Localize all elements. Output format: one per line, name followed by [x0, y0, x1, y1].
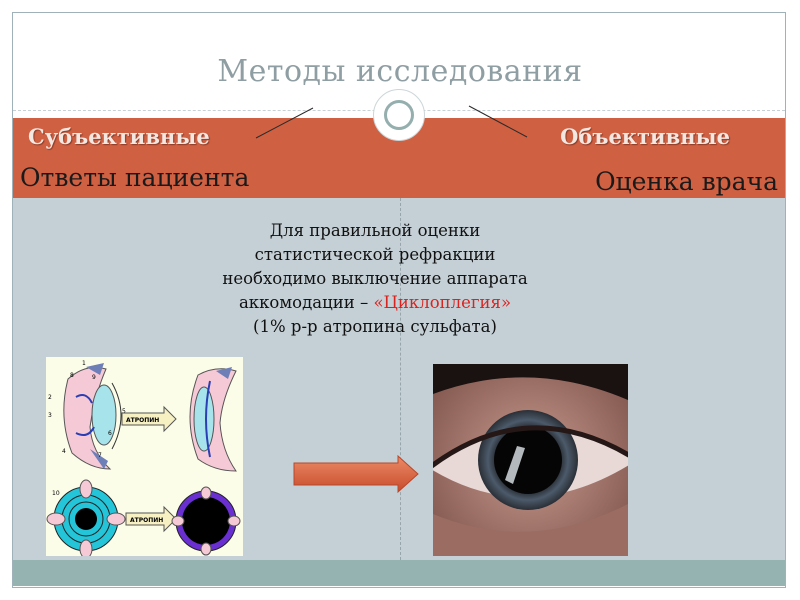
- petal-after-bottom: [200, 542, 212, 556]
- left-connector-line: [255, 107, 314, 139]
- diagram-number-label: 10: [52, 490, 60, 497]
- atropine-label-bottom: АТРОПИН: [130, 517, 163, 524]
- description-line: статистической рефракции: [254, 245, 496, 264]
- fiber-left-1: [75, 394, 93, 404]
- diagram-number-label: 4: [62, 448, 66, 455]
- diagram-number-label: 8: [70, 372, 74, 379]
- lash-line: [433, 425, 628, 469]
- lens-right: [193, 386, 215, 452]
- right-connector-line: [468, 105, 528, 138]
- description-line: (1% р-р атропина сульфата): [253, 317, 497, 336]
- lower-skin: [433, 504, 628, 556]
- pupil-after: [182, 497, 230, 545]
- accommodation-diagram: 1 2 3 4 5 6 7 8 9 АТРОПИН 10 АТРОПИН: [46, 357, 243, 559]
- bottom-band: [13, 560, 785, 586]
- slide-title: Методы исследования: [217, 54, 583, 89]
- petal-top: [79, 479, 93, 499]
- pupil-before: [75, 508, 97, 530]
- diagram-number-label: 5: [122, 408, 126, 415]
- objective-heading: Объективные: [560, 124, 730, 149]
- muscle-right-top: [216, 367, 232, 379]
- cycloplegia-term: «Циклоплегия»: [373, 293, 512, 312]
- diagram-number-label: 6: [108, 430, 112, 437]
- center-divider: [400, 198, 401, 560]
- petal-after-left: [171, 515, 185, 527]
- diagram-number-label: 3: [48, 412, 52, 419]
- eye-photo-svg: [433, 364, 628, 556]
- subjective-heading: Субъективные: [28, 124, 210, 149]
- atropine-label-top: АТРОПИН: [126, 417, 159, 424]
- muscle-left-top: [86, 363, 104, 375]
- diagram-svg: 1 2 3 4 5 6 7 8 9 АТРОПИН 10 АТРОПИН: [46, 360, 241, 559]
- pupil: [494, 426, 562, 494]
- description-line: необходимо выключение аппарата: [222, 269, 528, 288]
- upper-lashes: [433, 364, 628, 400]
- petal-after-top: [200, 486, 212, 500]
- diagram-number-label: 2: [48, 394, 52, 401]
- description-line: Для правильной оценки: [269, 221, 481, 240]
- doctor-assessment-text: Оценка врача: [595, 167, 778, 196]
- lens-left: [91, 384, 117, 446]
- dilated-eye-photo: [433, 364, 628, 556]
- petal-left: [46, 512, 66, 526]
- cornea-left: [111, 382, 122, 450]
- ciliary-body-left: [63, 366, 112, 470]
- description-line: аккомодации – «Циклоплегия»: [175, 291, 575, 315]
- atropine-arrow-top: [121, 405, 177, 433]
- petal-bottom: [79, 539, 93, 559]
- fiber-right: [205, 380, 211, 458]
- ornament-inner-circle: [384, 100, 414, 130]
- description-prefix: аккомодации –: [238, 293, 374, 312]
- iris-ring-2: [68, 501, 104, 537]
- diagram-number-label: 9: [92, 374, 96, 381]
- cycloplegia-description: Для правильной оценки статистической реф…: [175, 219, 575, 339]
- muscle-left-bottom: [90, 449, 108, 469]
- petal-after-right: [227, 515, 241, 527]
- patient-answers-text: Ответы пациента: [20, 163, 250, 192]
- arrow-right-icon: [293, 455, 419, 493]
- reflection: [505, 446, 525, 484]
- atropine-arrow-bottom: [125, 505, 177, 533]
- diagram-number-label: 1: [82, 360, 86, 367]
- fiber-left-2: [75, 426, 95, 436]
- petal-right: [106, 512, 126, 526]
- diagram-number-label: 7: [98, 452, 102, 459]
